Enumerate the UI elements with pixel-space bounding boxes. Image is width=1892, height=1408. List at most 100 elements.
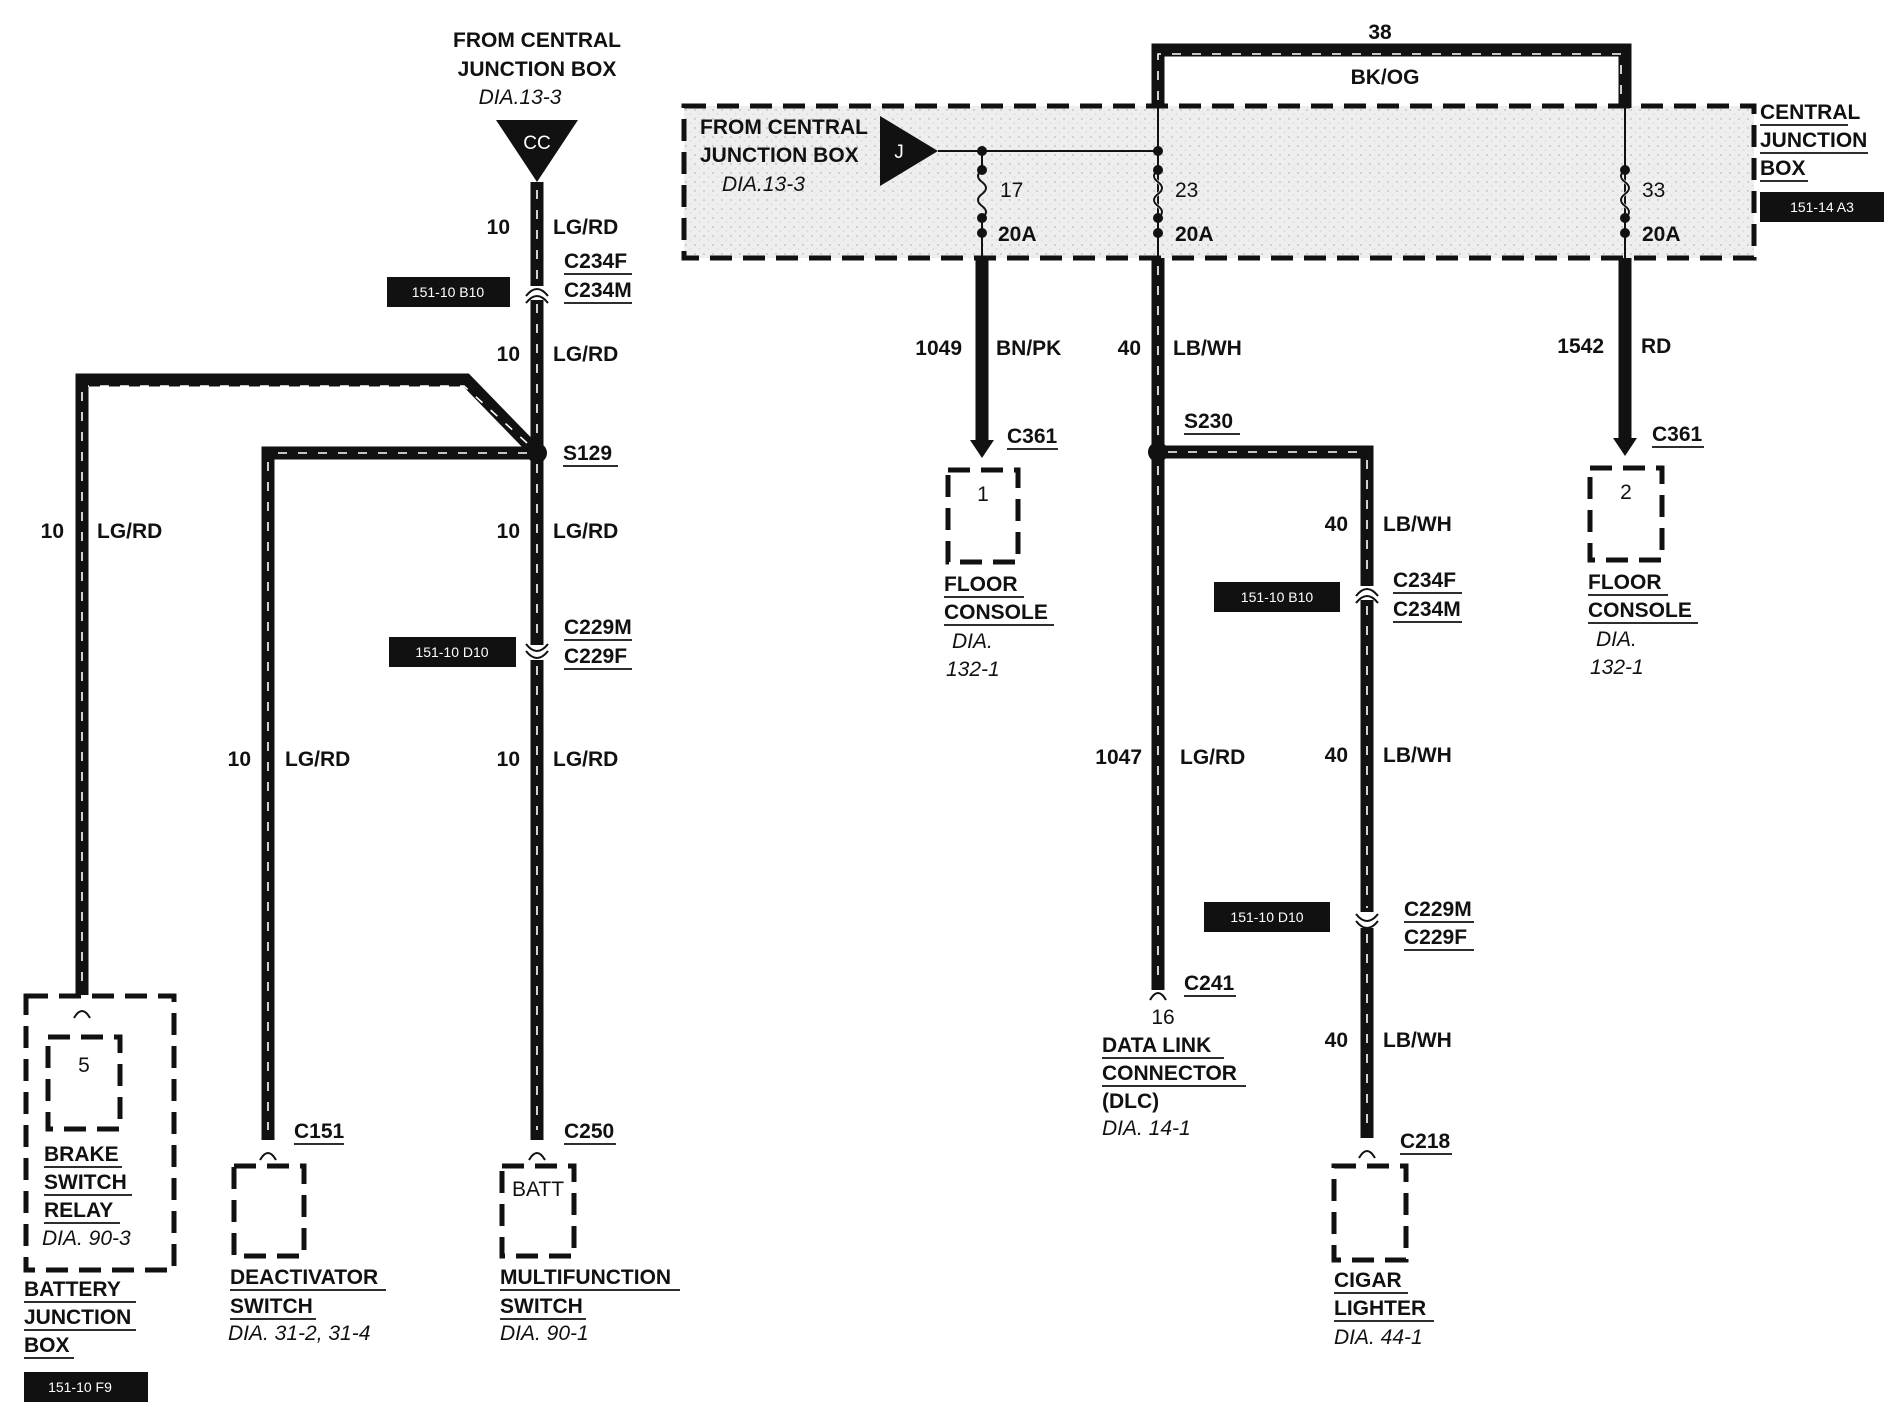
component-label: BOX [24,1334,70,1357]
splice-label: S230 [1184,410,1233,433]
component-label: CONSOLE [1588,599,1692,622]
ref-label: 151-10 D10 [415,644,488,660]
component-label: SWITCH [44,1171,127,1194]
left-source-line1: FROM CENTRAL [453,29,621,52]
pin-terminal [259,1152,277,1161]
ref-box-c234-right [1214,582,1340,612]
wire-color: LG/RD [553,748,618,771]
wire-gauge: 10 [497,748,520,771]
ref-box-c234-left [387,277,510,307]
fuse-33 [1619,165,1631,238]
ref-label: 151-10 D10 [1230,909,1303,925]
central-junction-box-border [681,103,1757,261]
component-label: DATA LINK [1102,1034,1211,1057]
wire-color: BN/PK [996,337,1061,360]
component-label: JUNCTION [24,1306,131,1329]
connector-female-label: C234F [564,250,627,273]
wire-gauge: 10 [228,748,251,771]
connector-female-label: C234F [1393,569,1456,592]
ref-label: 151-10 B10 [412,284,485,300]
pin-terminal [1358,1150,1376,1159]
wire-gauge: 10 [41,520,64,543]
ref-box-c229-left [389,637,516,667]
component-label: CENTRAL [1760,101,1860,124]
right-source-line1: FROM CENTRAL [700,116,868,139]
component-label: JUNCTION [1760,129,1867,152]
wire-gauge: 1047 [1095,746,1142,769]
wire-1049 [970,258,994,458]
wire-1542 [1613,258,1637,456]
connector-female-label: C229F [564,645,627,668]
component-dia: DIA. 90-3 [42,1227,131,1250]
left-source-dia: DIA.13-3 [479,86,562,109]
right-source-line2: JUNCTION BOX [700,144,859,167]
wire-gauge: 40 [1325,744,1348,767]
component-label: MULTIFUNCTION [500,1266,671,1289]
ref-label: 151-10 F9 [48,1379,112,1395]
central-junction-box-area [684,106,1754,258]
component-label: BRAKE [44,1143,119,1166]
component-label: SWITCH [500,1295,583,1318]
connector-label: C151 [294,1120,345,1143]
connector-label: C218 [1400,1130,1451,1153]
component-label: CONSOLE [944,601,1048,624]
wire-color: RD [1641,335,1671,358]
wire-gauge: 40 [1325,513,1348,536]
connector-c229-left [525,643,549,659]
wire-color: LB/WH [1173,337,1242,360]
battery-junction-box [23,993,177,1273]
ref-label: 151-10 B10 [1241,589,1314,605]
pin-terminal [1149,992,1167,1001]
component-dia: DIA. 14-1 [1102,1117,1191,1140]
component-label: SWITCH [230,1295,313,1318]
connector-cc-triangle [496,120,578,182]
wire-bk-og-top [1151,43,1632,108]
component-label: (DLC) [1102,1090,1159,1113]
connector-male-label: C229M [1404,898,1472,921]
connector-male-label: C234M [564,279,632,302]
wire-color: LB/WH [1383,513,1452,536]
wire-color: LG/RD [553,216,618,239]
pin-terminal [73,1010,91,1019]
fuse-rating: 20A [1642,223,1681,246]
wire-color: LB/WH [1383,1029,1452,1052]
fuse-number: 33 [1642,179,1665,202]
fuse-23 [1152,165,1164,238]
connector-male-label: C229M [564,616,632,639]
component-label: DEACTIVATOR [230,1266,378,1289]
wire-to-brake-relay [75,373,542,995]
multifunction-switch-box [499,1163,577,1259]
left-source-line2: JUNCTION BOX [458,58,617,81]
wire-40-lbwh-lighter [1158,445,1374,1138]
component-label: BATTERY [24,1278,121,1301]
wire-color: BK/OG [1351,66,1420,89]
component-label: LIGHTER [1334,1297,1426,1320]
fuse-rating: 20A [1175,223,1214,246]
cigar-lighter-box [1331,1163,1409,1263]
connector-j-triangle [880,116,938,186]
connector-label: C241 [1184,972,1235,995]
wire-color: LG/RD [285,748,350,771]
pin-label: 1 [977,483,989,506]
wire-color: LG/RD [553,343,618,366]
connector-male-label: C234M [1393,598,1461,621]
component-dia: DIA. [952,630,993,653]
wire-color: LG/RD [97,520,162,543]
connector-c229-right [1355,913,1379,929]
wire-gauge: 1049 [915,337,962,360]
brake-relay-pin-box [45,1034,123,1132]
pin-terminal [528,1152,546,1161]
connector-label: C361 [1007,425,1058,448]
wire-gauge: 40 [1325,1029,1348,1052]
ref-label: 151-14 A3 [1790,199,1854,215]
wire-gauge: 38 [1368,21,1392,44]
component-label: FLOOR [944,573,1018,596]
connector-c234-left [525,288,549,304]
component-dia: DIA. 44-1 [1334,1326,1423,1349]
connector-female-label: C229F [1404,926,1467,949]
splice-label: S129 [563,442,612,465]
fuse-number: 17 [1000,179,1023,202]
component-label: CIGAR [1334,1269,1402,1292]
component-label: RELAY [44,1199,113,1222]
